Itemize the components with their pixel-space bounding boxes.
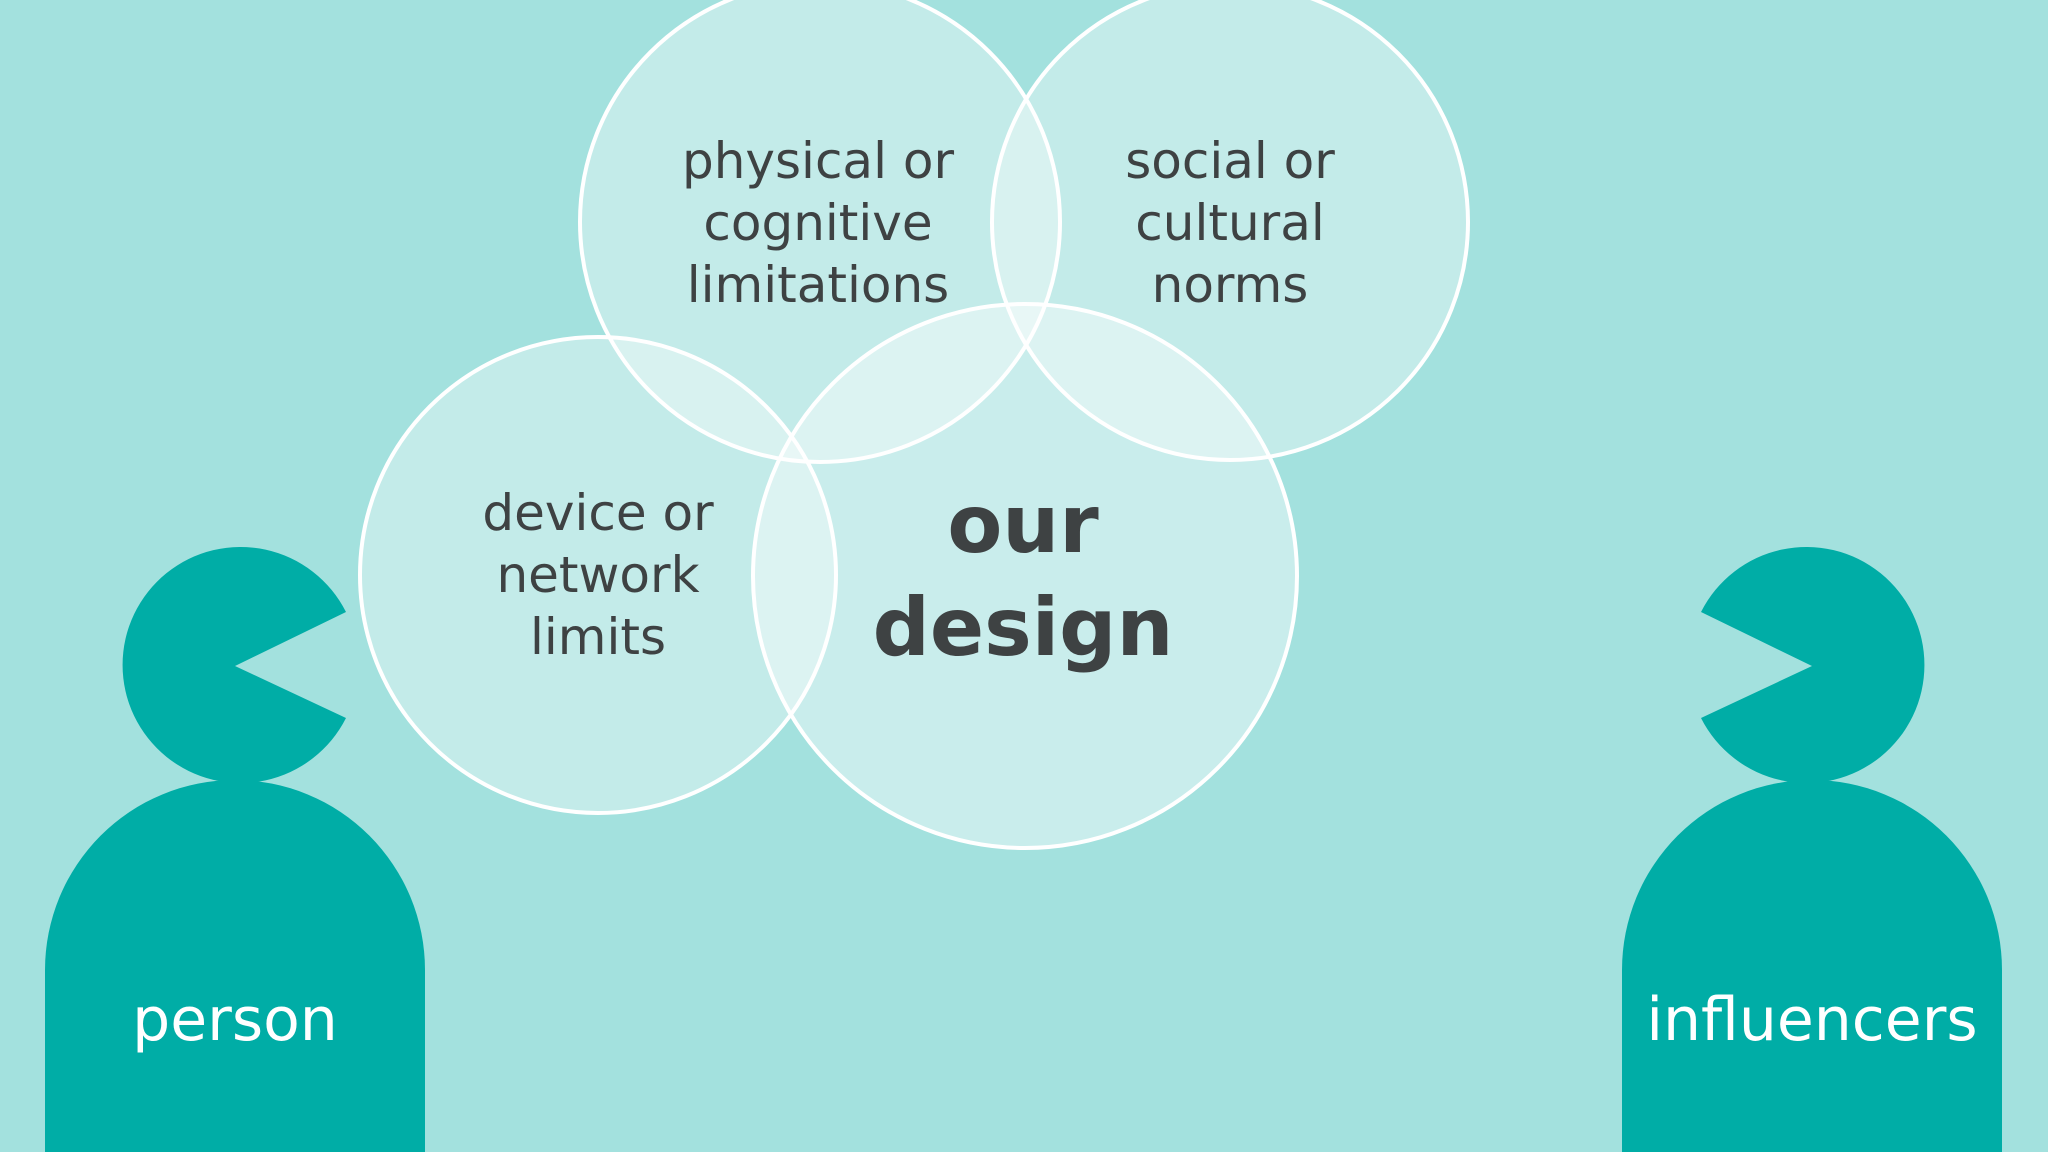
influencers-label: influencers <box>1646 985 1977 1055</box>
circle-social-cultural <box>990 0 1470 462</box>
device-line-2: network <box>496 546 699 604</box>
physical-line-3: limitations <box>687 256 949 314</box>
design-line-1: our <box>947 478 1099 571</box>
influencers-figure: influencers <box>1622 547 2002 1152</box>
social-line-2: cultural <box>1135 194 1324 252</box>
circle-device-text: device or network limits <box>482 484 714 666</box>
influencers-head <box>1701 547 1925 783</box>
physical-line-2: cognitive <box>703 194 932 252</box>
person-label: person <box>132 985 338 1055</box>
circle-social-text: social or cultural norms <box>1125 132 1335 314</box>
device-line-3: limits <box>530 608 666 666</box>
venn-circles <box>358 0 1470 850</box>
physical-line-1: physical or <box>682 132 954 190</box>
influencers-body <box>1622 780 2002 1152</box>
person-figure: person <box>45 547 425 1152</box>
design-line-2: design <box>873 581 1174 674</box>
social-line-1: social or <box>1125 132 1335 190</box>
person-head <box>122 547 346 783</box>
circle-device-network <box>358 335 838 815</box>
circle-design-text: our design <box>873 478 1174 674</box>
device-line-1: device or <box>482 484 714 542</box>
circle-our-design <box>751 302 1299 850</box>
circle-physical-cognitive <box>578 0 1062 464</box>
social-line-3: norms <box>1152 256 1309 314</box>
circle-physical-text: physical or cognitive limitations <box>682 132 954 314</box>
person-body <box>45 780 425 1152</box>
